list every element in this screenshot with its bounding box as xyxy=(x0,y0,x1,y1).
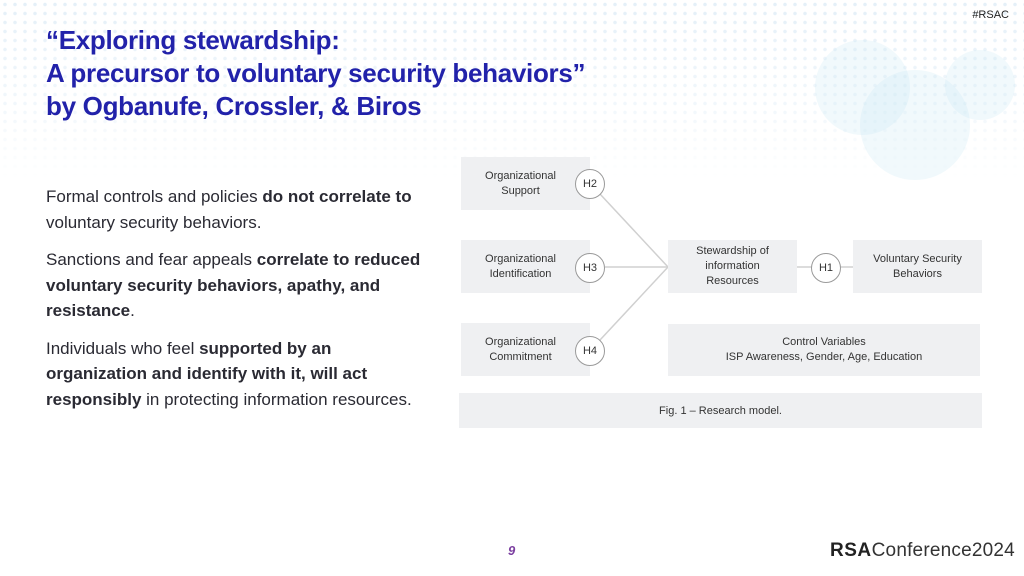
box-label: information xyxy=(705,260,760,272)
slide-title: “Exploring stewardship: A precursor to v… xyxy=(46,24,586,123)
background-circle xyxy=(860,70,970,180)
bold-segment: do not correlate to xyxy=(262,187,412,206)
text-segment: Sanctions and fear appeals xyxy=(46,250,257,269)
title-line: “Exploring stewardship: xyxy=(46,25,340,55)
hypothesis-h3-circle: H3 xyxy=(575,253,605,283)
logo-conference: Conference xyxy=(871,540,972,561)
box-label: Organizational xyxy=(485,169,556,182)
box-control-variables: Control Variables ISP Awareness, Gender,… xyxy=(668,324,980,376)
logo-rsa: RSA xyxy=(830,540,872,561)
paragraph-individuals: Individuals who feel supported by an org… xyxy=(46,336,426,413)
box-label: Organizational xyxy=(485,252,556,265)
paragraph-formal-controls: Formal controls and policies do not corr… xyxy=(46,184,426,235)
text-segment: Individuals who feel xyxy=(46,338,200,358)
logo-year: 2024 xyxy=(971,540,1015,561)
text-segment: in protecting information resources. xyxy=(141,389,412,409)
figure-caption: Fig. 1 – Research model. xyxy=(459,393,982,428)
background-dot-pattern xyxy=(0,0,1024,180)
box-voluntary-security-behaviors: Voluntary Security Behaviors xyxy=(853,240,982,293)
page-number: 9 xyxy=(508,543,516,558)
hashtag-label: #RSAC xyxy=(972,9,1009,21)
hypothesis-h2-circle: H2 xyxy=(575,169,605,199)
box-label: Control Variables xyxy=(782,336,866,348)
box-label: Commitment xyxy=(489,350,552,363)
rsa-conference-logo: RSAConference2024 xyxy=(830,540,1015,562)
bold-segment: correlate to reduced voluntary security … xyxy=(46,250,421,320)
box-label: Organizational xyxy=(485,335,556,348)
bold-segment: supported by an organization and identif… xyxy=(46,338,368,409)
box-label: Resources xyxy=(706,275,759,287)
box-stewardship: Stewardship of information Resources xyxy=(668,240,797,293)
hypothesis-h4-circle: H4 xyxy=(575,336,605,366)
hypothesis-h1-circle: H1 xyxy=(811,253,841,283)
text-segment: voluntary security behaviors. xyxy=(46,212,262,232)
paragraph-sanctions: Sanctions and fear appeals correlate to … xyxy=(46,247,426,324)
box-label: ISP Awareness, Gender, Age, Education xyxy=(725,351,923,363)
background-circle xyxy=(945,50,1015,120)
body-text: Formal controls and policies do not corr… xyxy=(46,184,426,424)
box-label: Support xyxy=(501,184,540,197)
box-label: Behaviors xyxy=(893,267,942,280)
title-line: A precursor to voluntary security behavi… xyxy=(46,58,586,88)
title-line: by Ogbanufe, Crossler, & Biros xyxy=(46,91,422,121)
box-label: Identification xyxy=(489,267,552,280)
box-label: Voluntary Security xyxy=(873,252,962,265)
box-label: Stewardship of xyxy=(696,245,769,257)
text-segment: Formal controls and policies xyxy=(46,187,263,206)
text-segment: . xyxy=(130,301,135,320)
background-circle xyxy=(815,40,910,135)
